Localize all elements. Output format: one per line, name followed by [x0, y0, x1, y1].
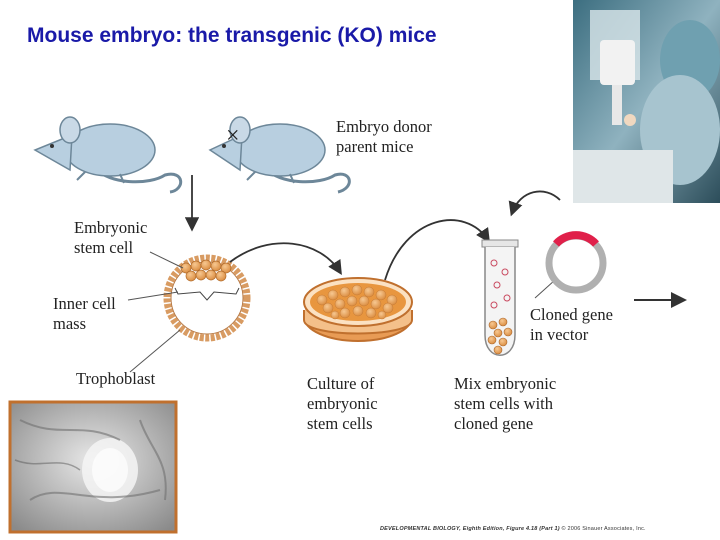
label-trophoblast: Trophoblast: [76, 369, 156, 388]
figure-credit: DEVELOPMENTAL BIOLOGY, Eighth Edition, F…: [380, 526, 646, 532]
petri-dish-icon: [303, 277, 413, 342]
slide-title: Mouse embryo: the transgenic (KO) mice: [27, 24, 437, 47]
test-tube-icon: [481, 239, 519, 356]
credit-copyright: © 2006 Sinauer Associates, Inc.: [561, 526, 646, 532]
mouse-right-icon: [208, 116, 351, 194]
label-culture: Culture of embryonic stem cells: [307, 374, 378, 433]
microscope-photo: [573, 0, 720, 203]
label-cloned-gene: Cloned gene in vector: [530, 305, 613, 344]
label-donor-mice: Embryo donor parent mice: [336, 117, 432, 156]
blastocyst-icon: [163, 254, 251, 342]
label-embryonic-stem-cell: Embryonic stem cell: [74, 218, 148, 257]
credit-book: DEVELOPMENTAL BIOLOGY, Eighth Edition, F…: [380, 526, 560, 532]
colony-micrograph: [8, 400, 178, 534]
plasmid-vector-icon: [545, 231, 607, 294]
label-mix: Mix embryonic stem cells with cloned gen…: [454, 374, 557, 433]
mouse-left-icon: [33, 116, 183, 194]
label-inner-cell-mass: Inner cell mass: [53, 294, 116, 333]
cross-symbol: ×: [226, 123, 240, 149]
